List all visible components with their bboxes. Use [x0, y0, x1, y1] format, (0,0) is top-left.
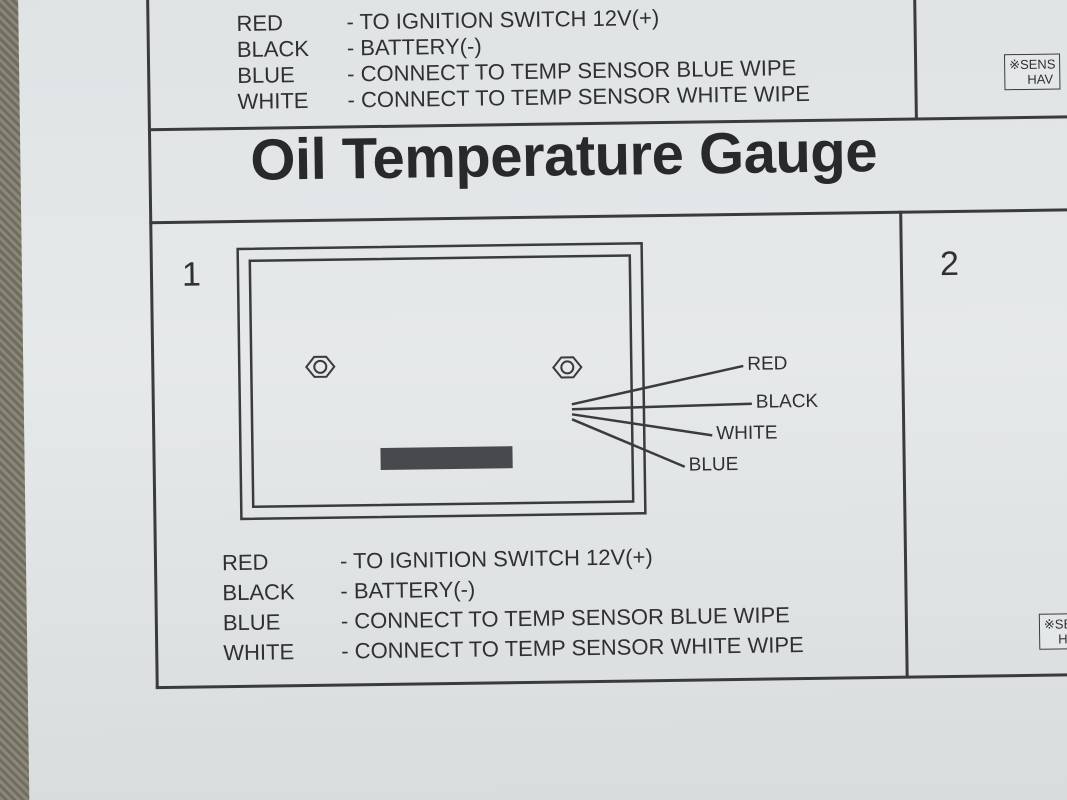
wire-description: - CONNECT TO TEMP SENSOR WHITE WIPE — [341, 632, 804, 664]
wire-label-red: RED — [747, 353, 788, 375]
wire-color: BLUE — [222, 609, 281, 636]
wire-label-white: WHITE — [716, 422, 778, 445]
gauge-inner-frame — [248, 254, 635, 509]
gauge-outer-frame — [236, 242, 647, 521]
note-line: ※SENS — [1009, 56, 1056, 73]
wire-black — [571, 402, 752, 411]
instruction-sheet: RED - TO IGNITION SWITCH 12V(+) BLACK - … — [18, 0, 1067, 800]
wire-label-black: BLACK — [755, 390, 819, 413]
note-line: ※SE — [1043, 616, 1067, 632]
right-terminal-icon — [552, 356, 583, 379]
wire-label-blue: BLUE — [688, 453, 739, 476]
wire-description: - BATTERY(-) — [340, 576, 476, 604]
note-line: HAV — [1027, 71, 1054, 87]
panel-number-2: 2 — [939, 244, 960, 284]
sensor-note-bottom: ※SE HA — [1038, 613, 1067, 650]
gauge-wiring-diagram — [236, 242, 752, 521]
wiring-table-bottom: RED - TO IGNITION SWITCH 12V(+) BLACK - … — [222, 541, 864, 670]
left-terminal-icon — [305, 355, 336, 378]
wire-color: WHITE — [223, 639, 295, 666]
note-line: HA — [1058, 631, 1067, 647]
wire-description: - TO IGNITION SWITCH 12V(+) — [339, 544, 653, 574]
wire-color: BLACK — [222, 579, 295, 606]
sensor-note-top: ※SENS HAV — [1003, 53, 1061, 91]
wire-white — [571, 413, 713, 437]
wire-blue — [571, 418, 686, 468]
wire-color: RED — [221, 549, 269, 576]
wire-description: - CONNECT TO TEMP SENSOR BLUE WIPE — [340, 602, 791, 634]
gauge-display-bar — [380, 446, 513, 470]
wire-red — [571, 364, 744, 406]
